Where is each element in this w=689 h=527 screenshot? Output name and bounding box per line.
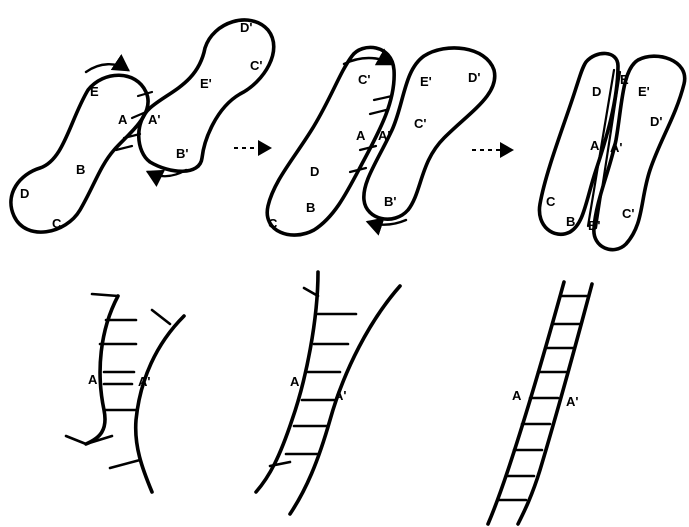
bottom2-label-A-prime: A' (334, 388, 346, 403)
stage2-label-C: C (268, 216, 278, 231)
stage2-label-E-prime: E' (420, 74, 432, 89)
stage2-label-B: B (306, 200, 315, 215)
stage3-label-D-prime: D' (650, 114, 662, 129)
stage1-label-E-prime: E' (200, 76, 212, 91)
stage2-label-A-prime: A' (378, 128, 390, 143)
bottom2-label-A: A (290, 374, 300, 389)
bottom1-rungs (66, 294, 170, 468)
bottom1-label-A: A (88, 372, 98, 387)
stage1-label-E: E (90, 84, 99, 99)
stage2-label-C-prime: C' (414, 116, 426, 131)
stage1-label-A-prime: A' (148, 112, 160, 127)
stage3-label-C: C (546, 194, 556, 209)
stage2-left-lobe (267, 47, 394, 235)
stage3-diagram: D E E' D' A A' C B B' C' (539, 53, 684, 249)
bottom3-label-A-prime: A' (566, 394, 578, 409)
stage3-label-C-prime: C' (622, 206, 634, 221)
stage3-label-E-prime: E' (638, 84, 650, 99)
stage1-label-B-prime: B' (176, 146, 188, 161)
stage2-diagram: C' E' D' A A' C' D B C B' (267, 47, 495, 235)
stage1-left-lobe (11, 75, 148, 232)
stage1-label-C-prime: C' (250, 58, 262, 73)
stage1-label-C: C (52, 216, 62, 231)
stage3-label-D: D (592, 84, 601, 99)
stage2-label-B-prime: B' (384, 194, 396, 209)
stage3-label-B-prime: B' (588, 218, 600, 233)
stage1-label-B: B (76, 162, 85, 177)
bottom1-left-strand (86, 296, 118, 444)
bottom1-diagram: A A' (66, 294, 184, 492)
bottom3-left-strand (488, 282, 564, 524)
stage1-label-D-prime: D' (240, 20, 252, 35)
stage1-arrow-top (86, 64, 128, 72)
bottom1-label-A-prime: A' (138, 374, 150, 389)
bottom3-label-A: A (512, 388, 522, 403)
stage3-label-A-prime: A' (610, 140, 622, 155)
stage3-label-B: B (566, 214, 575, 229)
stage2-label-A: A (356, 128, 366, 143)
stage3-label-E: E (620, 72, 629, 87)
stage2-label-C-prime-top: C' (358, 72, 370, 87)
stage1-label-A: A (118, 112, 128, 127)
bottom2-left-strand (256, 272, 318, 492)
stage1-label-D: D (20, 186, 29, 201)
bottom2-diagram: A A' (256, 272, 400, 514)
stage2-label-D-prime: D' (468, 70, 480, 85)
bottom3-diagram: A A' (488, 282, 592, 524)
bottom1-right-strand (136, 316, 184, 492)
stage2-label-D: D (310, 164, 319, 179)
stage3-label-A: A (590, 138, 600, 153)
stage1-diagram: E A B D C D' E' C' A' B' (11, 20, 274, 232)
